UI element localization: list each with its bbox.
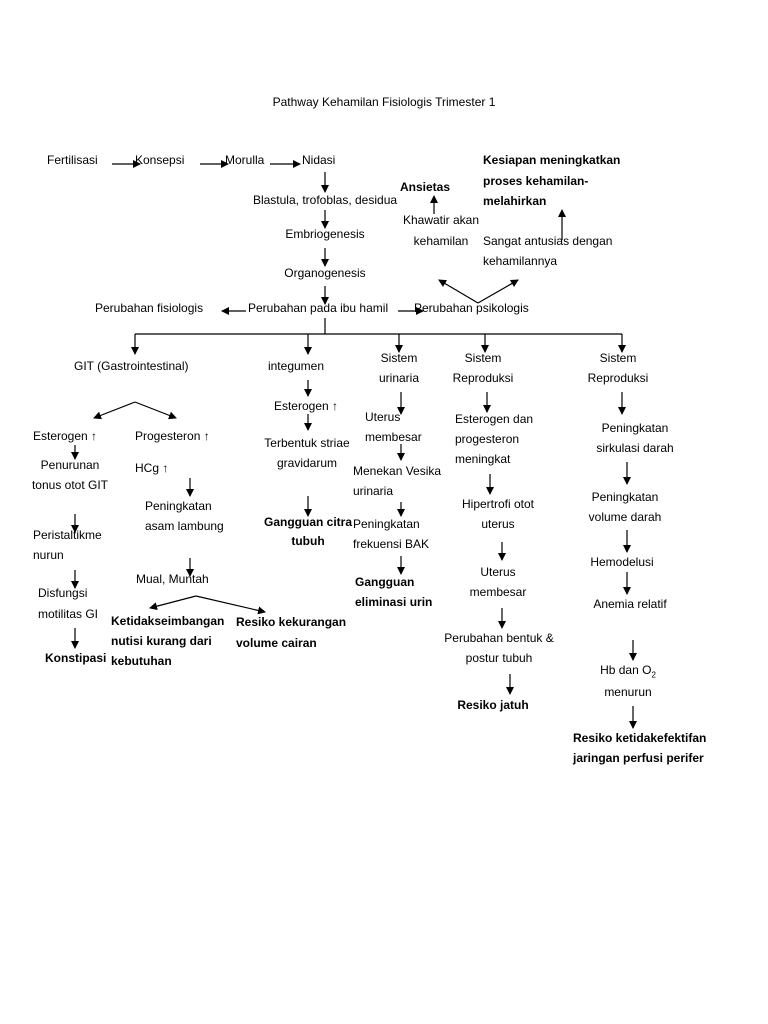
node-khawatir-line2: kehamilan [413,234,469,248]
node-ketidakseimbangan-line2: nutisi kurang dari [111,634,212,648]
node-frekuensi-bak-line2: frekuensi BAK [353,537,430,551]
node-citra-line1: Gangguan citra [263,515,352,529]
node-ketidakseimbangan-line1: Ketidakseimbangan [111,614,225,628]
node-mual-muntah: Mual, Muntah [136,572,209,586]
node-volume-darah-line2: volume darah [588,510,662,524]
hb-text: Hb dan O [600,663,652,677]
node-postur-line1: Perubahan bentuk & [444,631,554,645]
node-esterogen-integumen: Esterogen ↑ [273,399,339,413]
node-perubahan-psikologis: Perubahan psikologis [414,301,529,315]
node-perubahan-fisiologis: Perubahan fisiologis [95,301,204,315]
node-peristaltik-line2: nurun [33,548,64,562]
node-uterus-urinaria-line1: Uterus [365,410,401,424]
node-integumen: integumen [267,359,325,373]
node-perfusi-line2: jaringan perfusi perifer [573,751,704,765]
node-postur-line2: postur tubuh [465,651,533,665]
node-vesika-line1: Menekan Vesika [353,464,442,478]
page-title: Pathway Kehamilan Fisiologis Trimester 1 [272,95,496,109]
node-striae-line2: gravidarum [276,456,338,470]
node-penurunan-line1: Penurunan [40,458,100,472]
node-ansietas: Ansietas [400,180,451,194]
node-nidasi: Nidasi [302,153,336,167]
node-antusias-line2: kehamilannya [483,254,558,268]
node-eliminasi-line1: Gangguan [355,575,415,589]
node-konsepsi: Konsepsi [135,153,185,167]
node-konstipasi: Konstipasi [45,651,107,665]
node-estprog-line3: meningkat [455,452,511,466]
node-blastula: Blastula, trofoblas, desidua [252,193,398,207]
node-perfusi-line1: Resiko ketidakefektifan [573,731,707,745]
node-resiko-cairan-line1: Resiko kekurangan [236,615,347,629]
node-hemodelusi: Hemodelusi [590,555,654,569]
node-eliminasi-line2: eliminasi urin [355,595,433,609]
node-hb-line1: Hb dan O2 [578,660,678,685]
node-git: GIT (Gastrointestinal) [74,359,189,373]
node-uterus-reproduksi-line1: Uterus [480,565,516,579]
node-frekuensi-bak-line1: Peningkatan [353,517,420,531]
node-khawatir-line1: Khawatir akan [402,213,480,227]
node-peristaltik-line1: Peristaltikme [33,528,102,542]
node-kesiapan-line3: melahirkan [483,194,547,208]
node-resiko-cairan-line2: volume cairan [236,636,317,650]
node-sirkulasi-line1: Peningkatan [601,421,669,435]
node-sistem-urinaria-line1: Sistem [380,351,418,365]
node-volume-darah-line1: Peningkatan [591,490,659,504]
node-hipertrofi-line2: uterus [481,517,515,531]
node-peningkatan-asam-line1: Peningkatan [145,499,212,513]
node-esterogen-git: Esterogen ↑ [33,429,98,443]
node-kesiapan-line2: proses kehamilan- [483,174,589,188]
node-penurunan-line2: tonus otot GIT [31,478,109,492]
node-hipertrofi-line1: Hipertrofi otot [461,497,535,511]
node-kesiapan-line1: Kesiapan meningkatkan [483,153,621,167]
node-hcg: HCg ↑ [135,461,169,475]
node-vesika-line2: urinaria [353,484,394,498]
node-organogenesis: Organogenesis [284,266,366,280]
hb-subscript: 2 [651,670,656,680]
node-disfungsi-line1: Disfungsi [38,586,88,600]
node-uterus-reproduksi-line2: membesar [469,585,527,599]
node-sirkulasi-line2: sirkulasi darah [596,441,674,455]
node-anemia: Anemia relatif [593,597,667,611]
node-sistem-reproduksi-2-line1: Sistem [599,351,637,365]
node-resiko-jatuh: Resiko jatuh [457,698,529,712]
node-perubahan-ibu: Perubahan pada ibu hamil [248,301,389,315]
node-hb-line2: menurun [604,685,652,699]
node-striae-line1: Terbentuk striae [264,436,350,450]
node-sistem-urinaria-line2: urinaria [378,371,420,385]
node-estprog-line1: Esterogen dan [455,412,534,426]
node-embriogenesis: Embriogenesis [285,227,365,241]
node-ketidakseimbangan-line3: kebutuhan [111,654,172,668]
node-disfungsi-line2: motilitas GI [38,607,99,621]
node-citra-line2: tubuh [291,534,325,548]
node-progesteron: Progesteron ↑ [135,429,210,443]
node-uterus-urinaria-line2: membesar [365,430,422,444]
node-peningkatan-asam-line2: asam lambung [145,519,224,533]
node-fertilisasi: Fertilisasi [47,153,98,167]
node-sistem-reproduksi-1-line2: Reproduksi [452,371,514,385]
node-antusias-line1: Sangat antusias dengan [483,234,613,248]
node-sistem-reproduksi-1-line1: Sistem [464,351,502,365]
node-sistem-reproduksi-2-line2: Reproduksi [587,371,649,385]
node-morulla: Morulla [225,153,265,167]
node-estprog-line2: progesteron [455,432,520,446]
